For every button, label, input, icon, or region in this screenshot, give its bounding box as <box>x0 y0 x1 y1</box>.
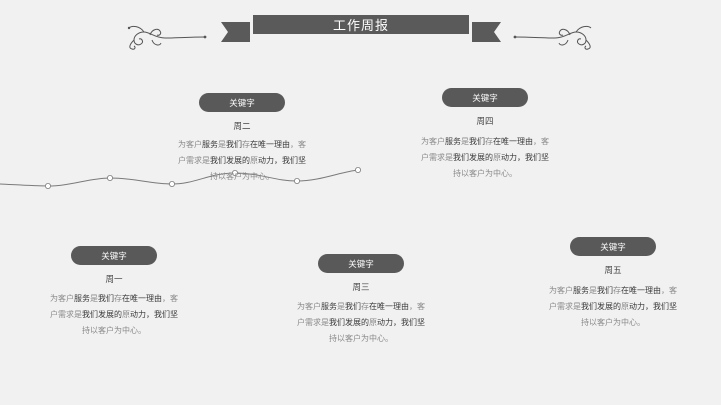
description-line: 为客户服务是我们存在唯一理由，客 <box>297 302 425 311</box>
description-week5: 为客户服务是我们存在唯一理由，客 户需求是我们发展的原动力，我们坚 持以客户为中… <box>535 283 691 331</box>
keyword-pill-week3: 关键字 <box>318 254 404 273</box>
description-line: 户需求是我们发展的原动力，我们坚 <box>297 318 425 327</box>
scroll-ornament-icon <box>513 25 592 50</box>
title-ribbon <box>221 15 501 42</box>
timeline-node <box>45 182 52 189</box>
day-label-week4: 周四 <box>476 117 494 127</box>
description-line: 持以客户为中心。 <box>329 334 393 343</box>
keyword-pill-week5: 关键字 <box>570 237 656 256</box>
scroll-ornament-icon <box>127 25 207 50</box>
description-line: 为客户服务是我们存在唯一理由，客 <box>549 286 677 295</box>
timeline-node <box>107 174 114 181</box>
page-title: 工作周报 <box>332 19 389 34</box>
timeline-node <box>354 166 361 173</box>
description-week3: 为客户服务是我们存在唯一理由，客 户需求是我们发展的原动力，我们坚 持以客户为中… <box>283 299 439 347</box>
description-line: 户需求是我们发展的原动力，我们坚 <box>549 302 677 311</box>
description-line: 持以客户为中心。 <box>82 326 146 335</box>
description-line: 持以客户为中心。 <box>210 172 274 181</box>
description-line: 为客户服务是我们存在唯一理由，客 <box>50 294 178 303</box>
keyword-pill-week1: 关键字 <box>71 246 157 265</box>
day-label-week2: 周二 <box>233 122 251 132</box>
description-line: 持以客户为中心。 <box>581 318 645 327</box>
keyword-pill-week2: 关键字 <box>199 93 285 112</box>
keyword-pill-week4: 关键字 <box>442 88 528 107</box>
description-line: 为客户服务是我们存在唯一理由，客 <box>421 137 549 146</box>
description-week4: 为客户服务是我们存在唯一理由，客 户需求是我们发展的原动力，我们坚 持以客户为中… <box>407 134 563 182</box>
description-line: 持以客户为中心。 <box>453 169 517 178</box>
description-week1: 为客户服务是我们存在唯一理由，客 户需求是我们发展的原动力，我们坚 持以客户为中… <box>36 291 192 339</box>
day-label-week5: 周五 <box>604 266 622 276</box>
description-week2: 为客户服务是我们存在唯一理由，客 户需求是我们发展的原动力，我们坚 持以客户为中… <box>164 137 320 185</box>
description-line: 户需求是我们发展的原动力，我们坚 <box>178 156 306 165</box>
description-line: 为客户服务是我们存在唯一理由，客 <box>178 140 306 149</box>
description-line: 户需求是我们发展的原动力，我们坚 <box>421 153 549 162</box>
day-label-week3: 周三 <box>352 283 370 293</box>
day-label-week1: 周一 <box>105 275 123 285</box>
description-line: 户需求是我们发展的原动力，我们坚 <box>50 310 178 319</box>
